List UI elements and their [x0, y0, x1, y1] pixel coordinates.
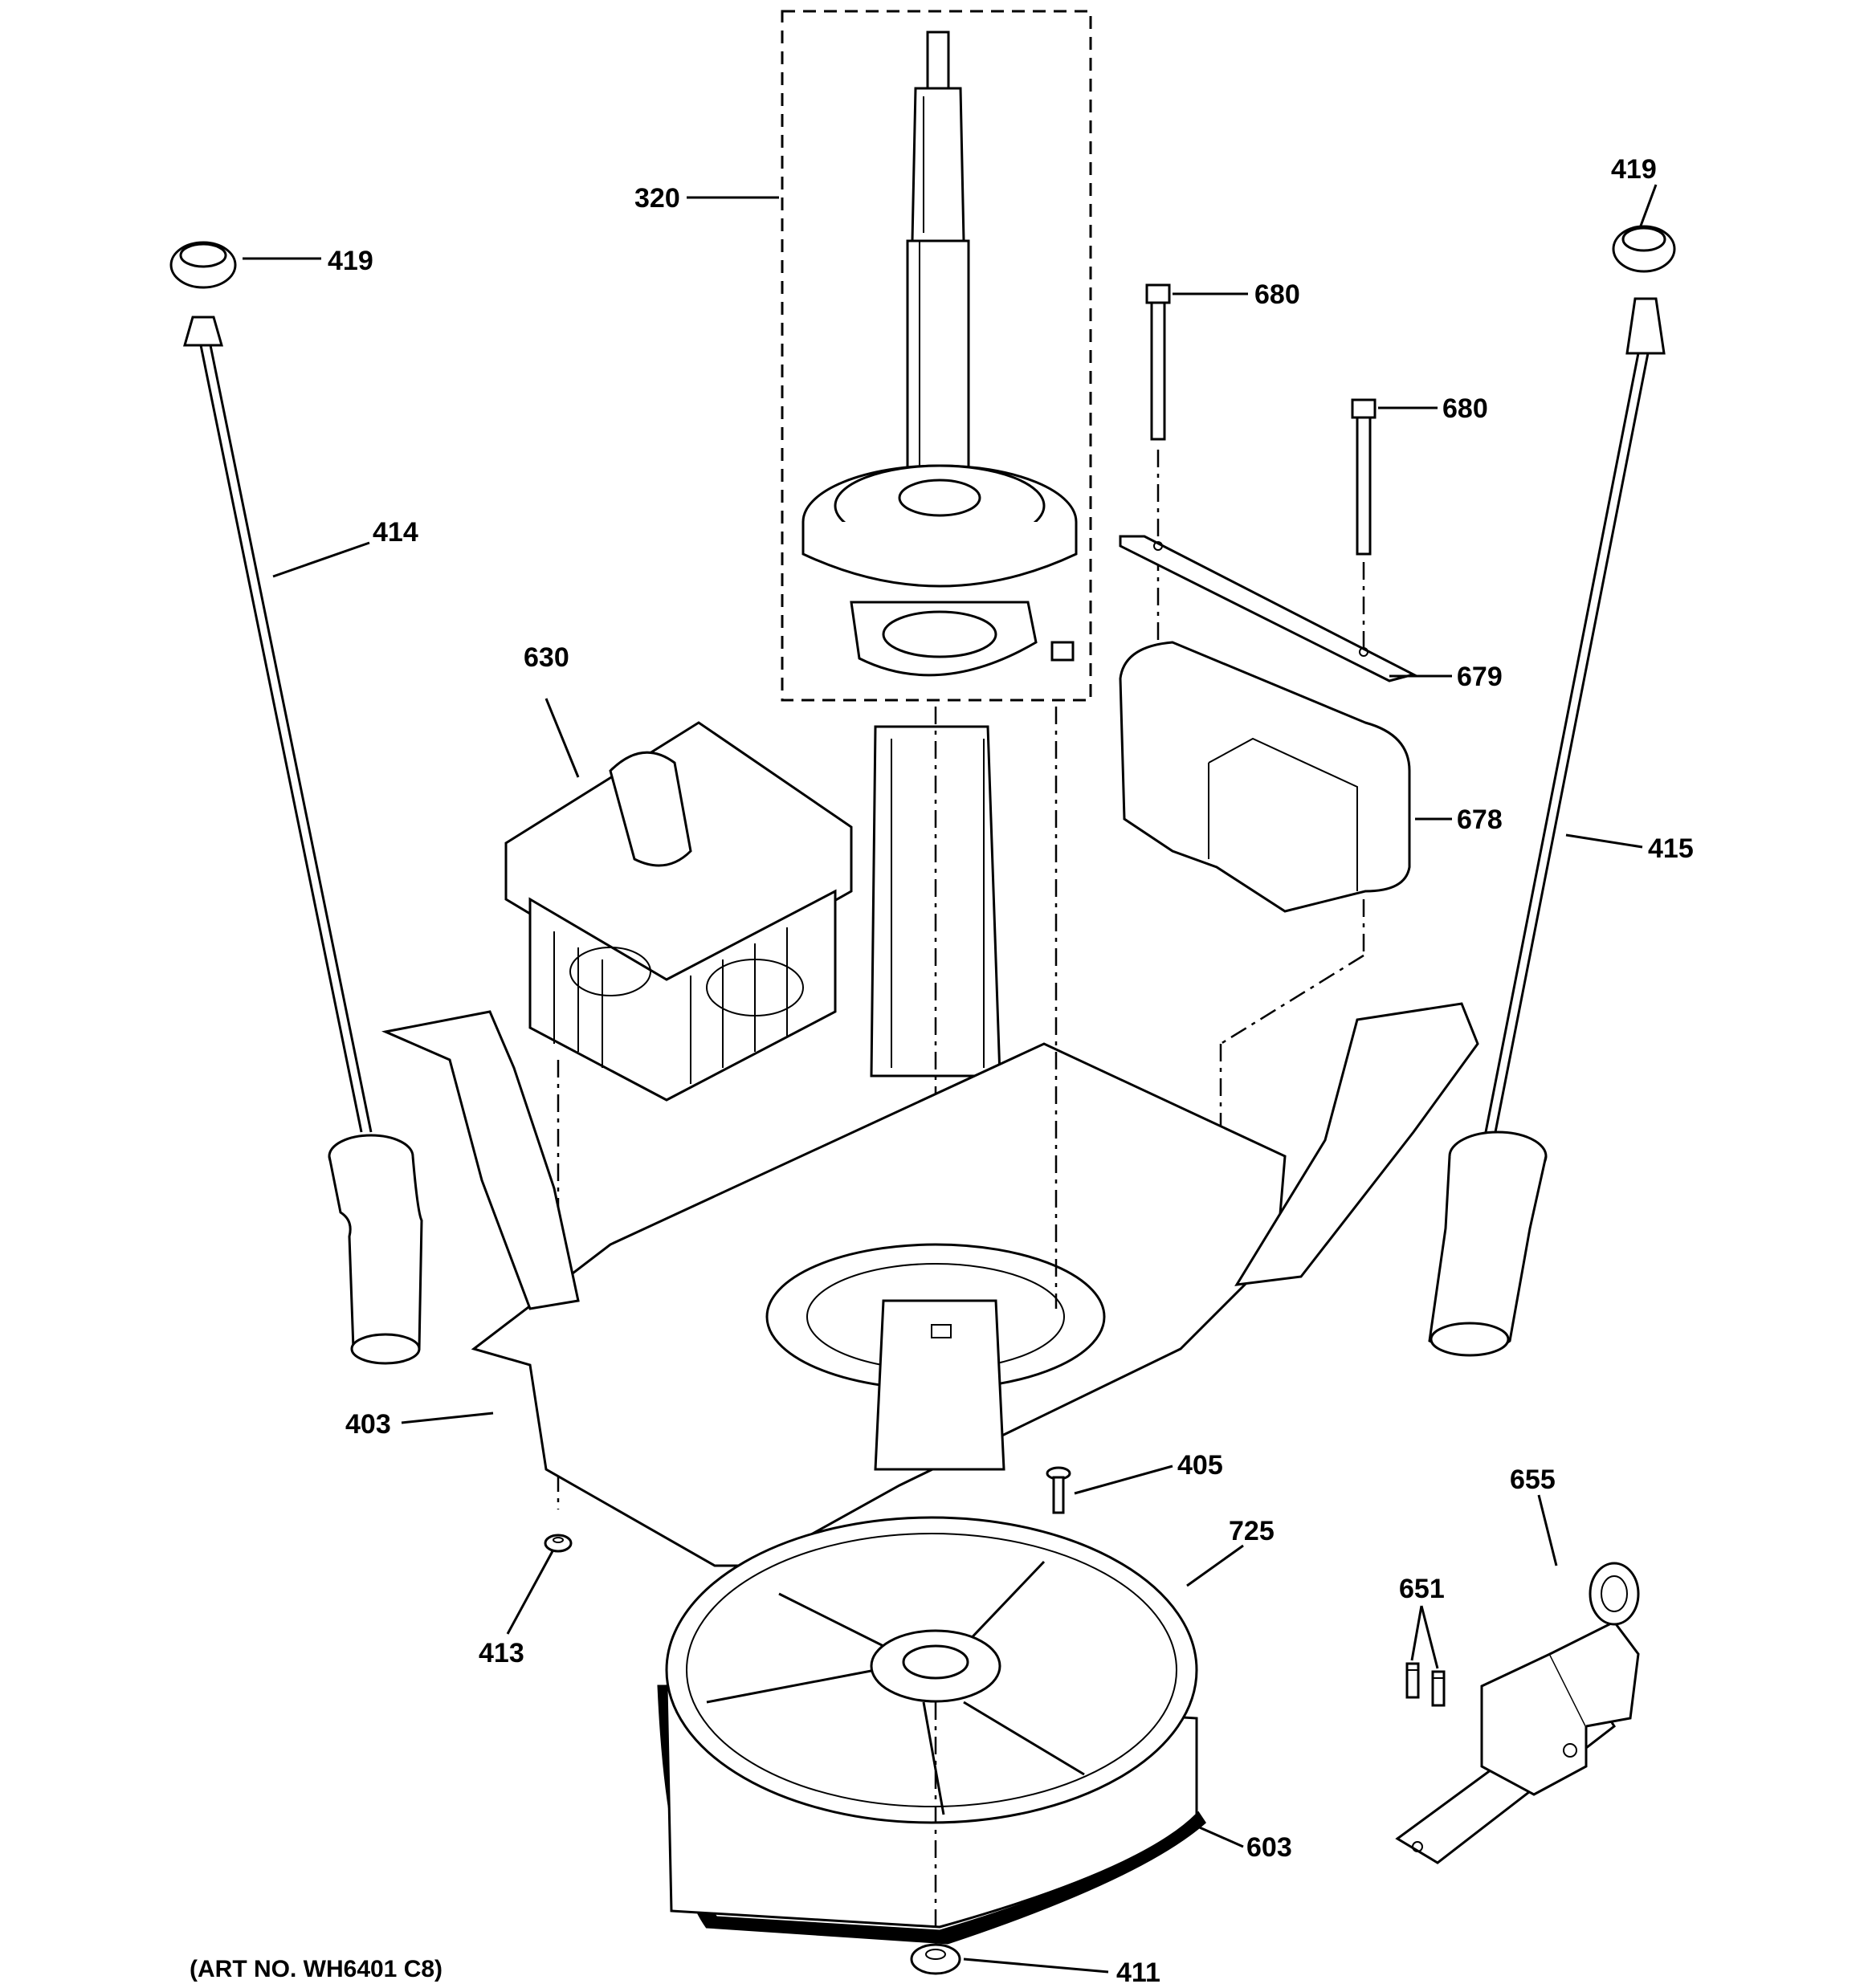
motor-630	[504, 721, 853, 1509]
bolt-680-top	[1145, 283, 1171, 658]
callout-403: 403	[345, 1409, 391, 1440]
callout-680-mid: 680	[1442, 393, 1488, 424]
callout-630: 630	[524, 642, 569, 673]
pulley-725	[657, 1516, 1206, 1945]
center-brace	[870, 707, 1001, 1309]
callout-320: 320	[634, 183, 680, 214]
callout-413: 413	[479, 1638, 524, 1668]
callout-415: 415	[1648, 833, 1694, 864]
callout-678: 678	[1457, 805, 1503, 835]
callout-414: 414	[373, 517, 418, 548]
callout-411: 411	[1116, 1957, 1160, 1988]
base-403	[381, 707, 1479, 1567]
screw-405	[1046, 1466, 1071, 1514]
callout-405: 405	[1177, 1450, 1223, 1481]
callout-labels: 320 419 419 680 680 414 415 630 679 678 …	[190, 154, 1694, 1988]
callout-419-right: 419	[1611, 154, 1657, 185]
callout-725: 725	[1229, 1516, 1275, 1546]
screws-651	[1405, 1662, 1446, 1707]
nut-411	[910, 1943, 961, 1975]
leader-lines	[243, 184, 1658, 1974]
transmission-assembly-320	[781, 10, 1092, 702]
callout-419-left: 419	[328, 246, 373, 276]
suspension-rod-415	[1428, 225, 1676, 1357]
callout-603: 603	[1246, 1832, 1292, 1863]
washer-413	[544, 1534, 573, 1553]
strap-679	[1119, 535, 1417, 682]
callout-680-top: 680	[1254, 279, 1300, 310]
callout-655: 655	[1510, 1465, 1556, 1495]
bolt-680-mid	[1351, 398, 1377, 658]
callout-679: 679	[1457, 662, 1503, 692]
pump-655	[1395, 1562, 1640, 1864]
suspension-rod-414	[169, 241, 423, 1365]
art-number: (ART NO. WH6401 C8)	[190, 1956, 443, 1982]
callout-651: 651	[1399, 1574, 1445, 1604]
